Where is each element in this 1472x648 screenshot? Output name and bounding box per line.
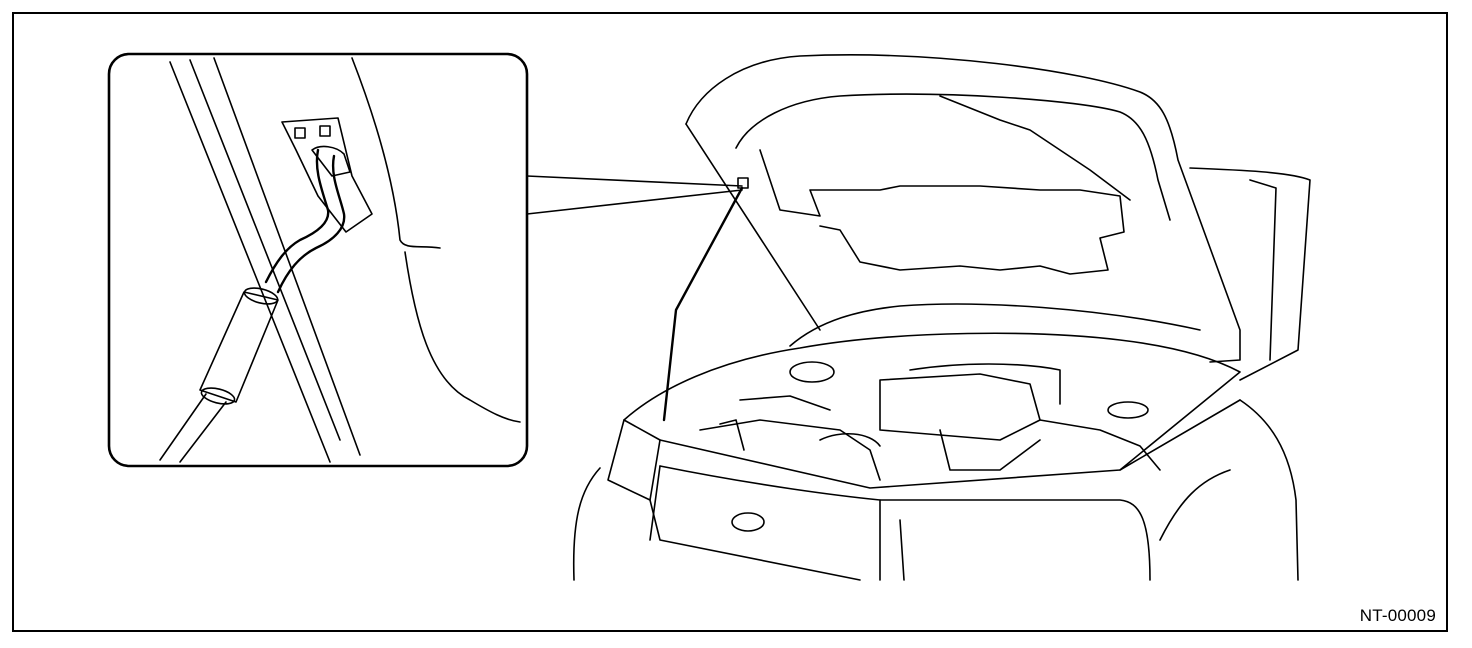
inset-frame bbox=[107, 52, 529, 468]
figure-code: NT-00009 bbox=[1359, 606, 1436, 625]
open-hood bbox=[685, 54, 1241, 363]
leader-lines bbox=[526, 175, 743, 215]
detail-inset bbox=[107, 52, 529, 468]
emblem bbox=[731, 512, 765, 532]
stay-rod-hook bbox=[264, 148, 330, 284]
vehicle-front bbox=[572, 54, 1311, 581]
headlight-left bbox=[607, 419, 661, 501]
grille bbox=[649, 465, 661, 541]
stay-rod-grip bbox=[199, 291, 279, 403]
hook-bracket bbox=[281, 117, 373, 233]
hood-stay-rod bbox=[662, 186, 744, 422]
engine-cover bbox=[879, 373, 1041, 441]
